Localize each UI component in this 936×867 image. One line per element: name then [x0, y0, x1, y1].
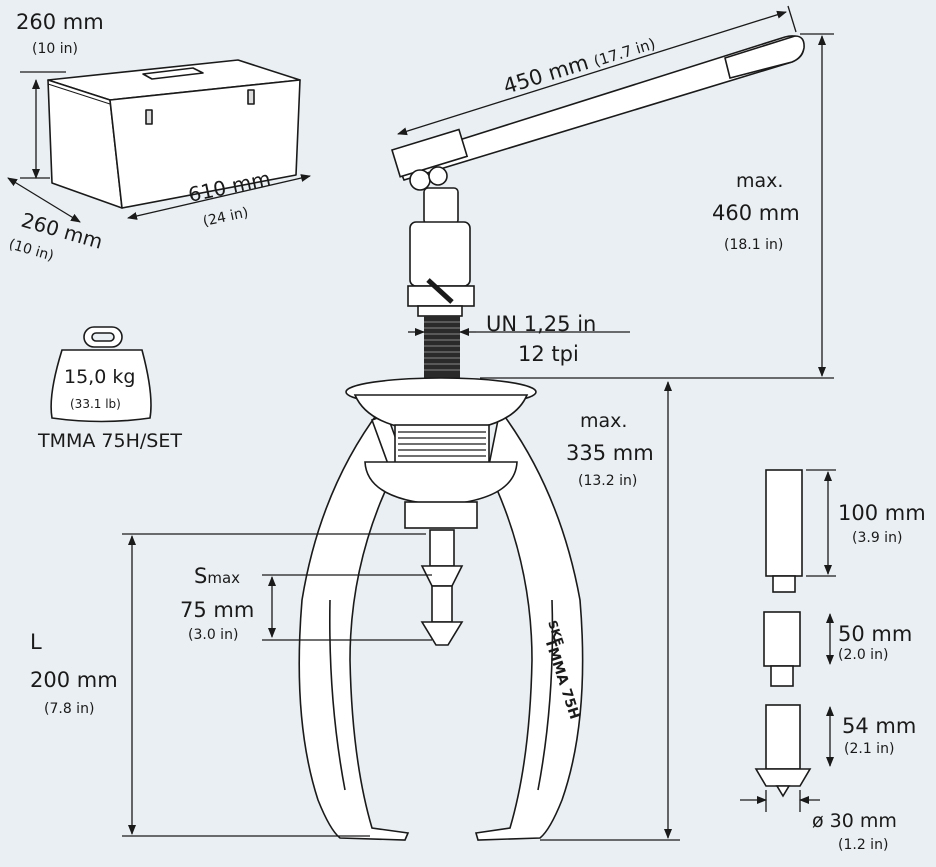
ext-54-mm-label: 54 mm: [842, 714, 917, 738]
span-mm-label: 335 mm: [566, 441, 654, 465]
model-label: TMMA 75H/SET: [38, 430, 182, 452]
weight-kg-label: 15,0 kg: [64, 366, 136, 388]
stroke-in-label: (3.0 in): [188, 627, 239, 643]
ext-54-in-label: (2.1 in): [844, 741, 895, 757]
dimension-lines: [122, 5, 836, 841]
case-length-inch-label: (24 in): [202, 205, 250, 230]
nose-diameter-in-label: (1.2 in): [838, 837, 889, 853]
extension-pieces: [754, 469, 812, 798]
ext-50-mm-label: 50 mm: [838, 622, 913, 646]
yoke: [345, 377, 537, 529]
total-height-mm: 460 mm: [712, 201, 800, 225]
span-in-label: (13.2 in): [578, 473, 638, 489]
nose-diameter-label: ø 30 mm: [812, 810, 897, 832]
pump-cylinder: [407, 187, 475, 317]
reach-in-label: (7.8 in): [44, 701, 95, 717]
ext-100-mm-label: 100 mm: [838, 501, 926, 525]
thread-tpi-label: 12 tpi: [518, 342, 579, 366]
case-height-inch-label: (10 in): [32, 41, 78, 57]
reach-symbol-label: L: [30, 630, 42, 654]
weight-icon: [50, 326, 152, 423]
threaded-spindle: [424, 316, 460, 380]
total-height-max: max.: [736, 170, 784, 192]
ext-100-in-label: (3.9 in): [852, 530, 903, 546]
case-width-inch-label: (10 in): [7, 236, 56, 264]
span-max-label: max.: [580, 410, 628, 432]
stroke-mm-label: 75 mm: [180, 598, 255, 622]
case-height-label: 260 mm: [16, 10, 104, 34]
thread-size-label: UN 1,25 in: [486, 312, 597, 336]
total-height-in: (18.1 in): [724, 237, 784, 253]
stroke-symbol-label: Smax: [194, 564, 241, 588]
reach-mm-label: 200 mm: [30, 668, 118, 692]
ext-50-in-label: (2.0 in): [838, 647, 889, 663]
spindle-tip: [420, 529, 464, 646]
case-dimension-lines: [7, 71, 311, 223]
weight-lb-label: (33.1 lb): [70, 397, 121, 411]
